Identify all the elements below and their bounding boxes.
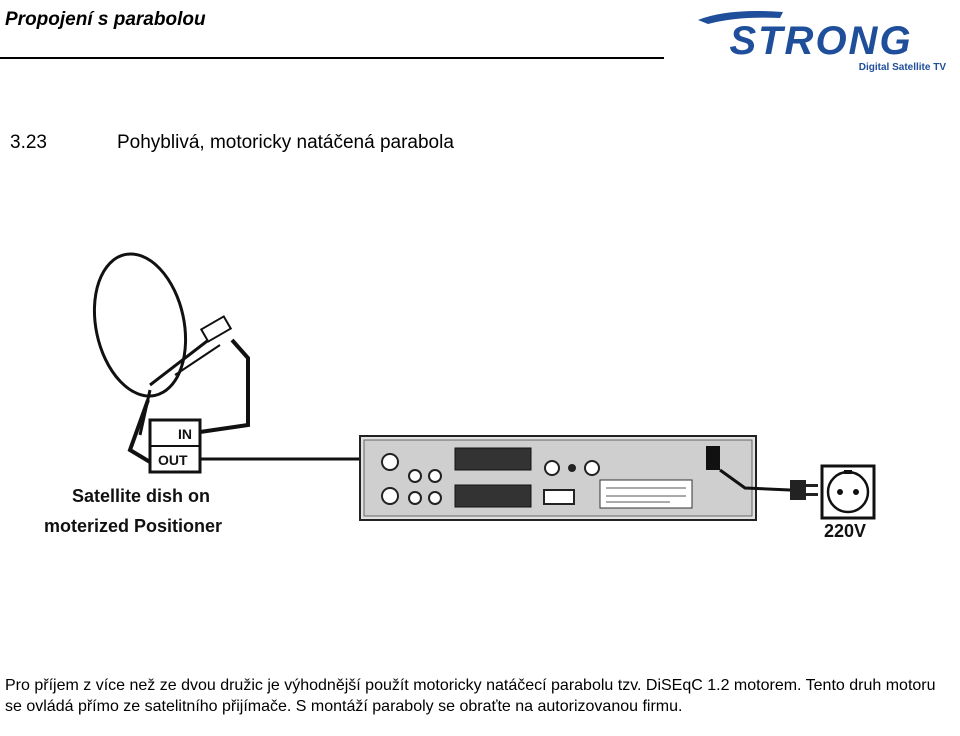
logo-wordmark: STRONG [729,19,912,63]
section-number: 3.23 [10,132,47,153]
power-socket-icon [820,464,876,520]
body-paragraph: Pro příjem z více než ze dvou družic je … [5,677,936,715]
lnb-cable [199,338,250,434]
positioner-box: IN OUT [148,418,202,474]
dish-caption-line1: Satellite dish on [72,486,210,506]
page-header-title: Propojení s parabolou [5,9,206,30]
header-divider [0,57,664,59]
power-cable [719,468,791,492]
satellite-dish-icon [92,252,233,436]
dish-caption-line2: moterized Positioner [44,516,222,536]
dish-cable [127,399,152,464]
connection-diagram: IN OUT Satellite dish on moterized Posit… [44,252,876,541]
section-title: Pohyblivá, motoricky natáčená parabola [117,132,454,153]
power-plug-icon [790,480,818,500]
strong-logo: STRONG Digital Satellite TV [698,11,947,73]
power-voltage-label: 220V [824,521,866,541]
receiver-back-panel [359,435,757,521]
logo-tagline: Digital Satellite TV [859,62,947,73]
positioner-in-label: IN [178,426,192,442]
positioner-out-label: OUT [158,452,188,468]
